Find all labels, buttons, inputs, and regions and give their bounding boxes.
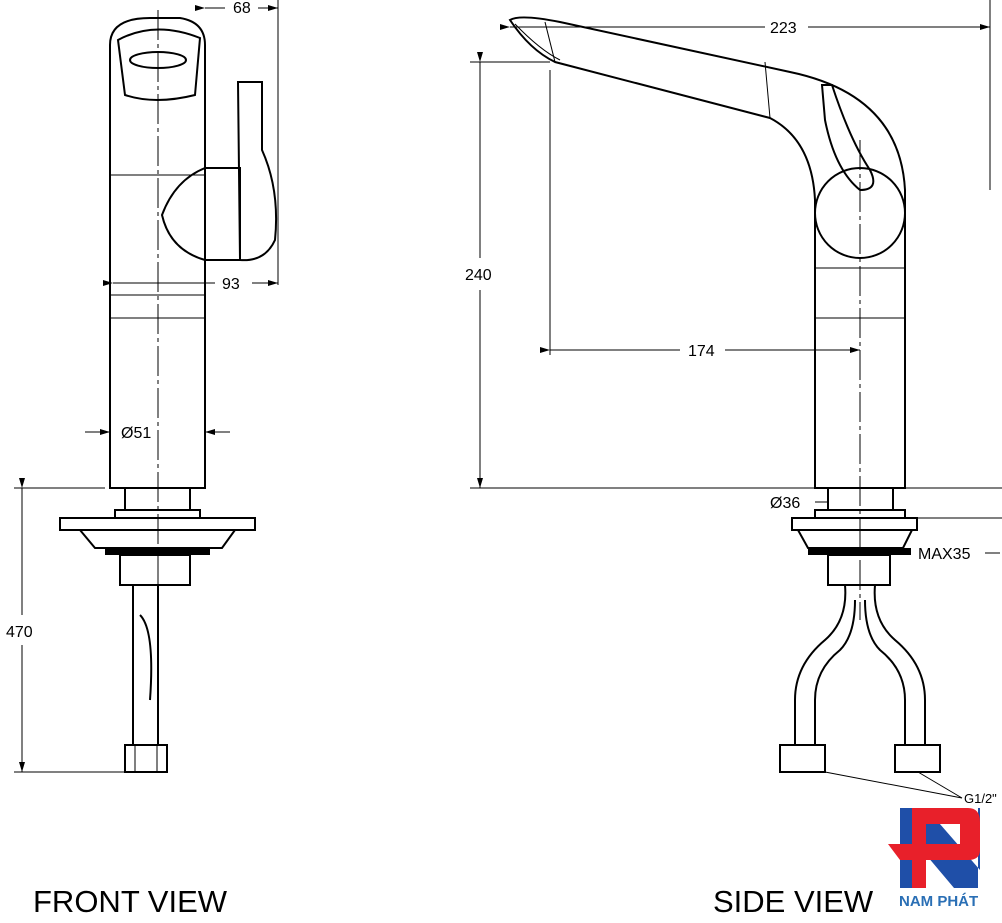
dim-223: 223 (770, 20, 797, 37)
dim-470: 470 (6, 624, 33, 641)
side-view-label: SIDE VIEW (713, 884, 874, 919)
side-view-drawing (508, 16, 963, 799)
dim-93: 93 (222, 276, 240, 293)
dim-diameter-36: Ø36 (770, 495, 800, 512)
nam-phat-logo: NAM PHÁT (888, 808, 980, 910)
dim-diameter-51: Ø51 (121, 425, 151, 442)
dim-174: 174 (688, 343, 715, 360)
side-dimensions: 240 223 174 Ø36 MAX35 (465, 0, 1002, 563)
front-view-label: FRONT VIEW (33, 884, 228, 919)
logo-text: NAM PHÁT (899, 893, 978, 910)
dim-thread-g12: G1/2" (964, 791, 997, 806)
dim-68: 68 (233, 0, 251, 17)
dim-max35: MAX35 (918, 546, 971, 563)
front-dimensions: 68 93 Ø51 470 (6, 0, 279, 773)
dim-240: 240 (465, 267, 492, 284)
front-view-drawing (59, 10, 278, 773)
